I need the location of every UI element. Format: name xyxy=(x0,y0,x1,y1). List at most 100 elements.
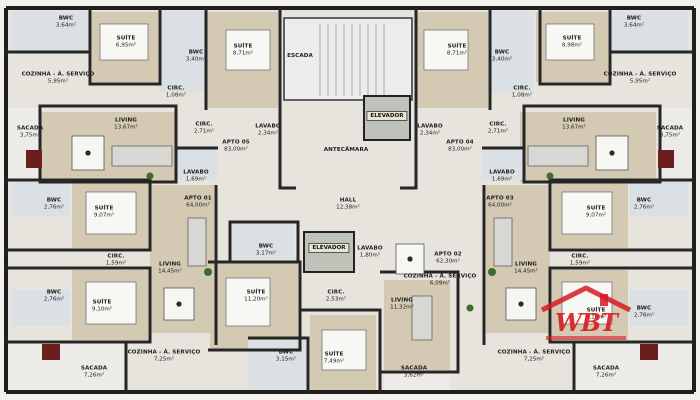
room-name: BWC xyxy=(636,305,652,312)
room-name: LIVING xyxy=(115,117,137,124)
room-name: SUÍTE xyxy=(562,35,582,42)
room-name: SACADA xyxy=(400,365,428,372)
room-name: CIRC. xyxy=(195,121,213,128)
apartment-name: APTO 04 xyxy=(446,139,474,146)
room-area: 3,64m² xyxy=(623,22,645,28)
room-name: LIVING xyxy=(159,261,181,268)
room-name: LIVING xyxy=(563,117,585,124)
room-area: 2,34m² xyxy=(257,130,279,136)
room-label-escada: ESCADA xyxy=(287,53,313,60)
room-name: BWC xyxy=(494,49,510,56)
room-label-circ-r2: CIRC.2,71m² xyxy=(488,122,508,135)
apartment-area: 62,30m² xyxy=(436,258,460,264)
room-name: CIRC. xyxy=(571,253,589,260)
room-area: 2,71m² xyxy=(487,128,509,134)
room-name: BWC xyxy=(258,243,274,250)
room-name: SUÍTE xyxy=(447,43,467,50)
room-area: 3,62m² xyxy=(403,372,425,378)
room-area: 3,17m² xyxy=(255,250,277,256)
room-name: BWC xyxy=(626,15,642,22)
room-area: 2,76m² xyxy=(43,204,65,210)
room-label-circ-l1: CIRC.1,08m² xyxy=(166,86,186,99)
room-area: 9,07m² xyxy=(93,212,115,218)
room-name: COZINHA - Á. SERVIÇO xyxy=(127,349,201,356)
room-name: BWC xyxy=(46,289,62,296)
room-area: 7,25m² xyxy=(523,356,545,362)
room-area: 13,67m² xyxy=(114,124,138,130)
room-area: 1,59m² xyxy=(105,260,127,266)
room-name: SACADA xyxy=(656,125,684,132)
room-name: COZINHA - Á. SERVIÇO xyxy=(603,71,677,78)
room-name: LAVABO xyxy=(255,123,281,130)
room-area: 1,69m² xyxy=(185,176,207,182)
room-area: 11,20m² xyxy=(244,296,268,302)
apartment-area: 83,00m² xyxy=(224,146,248,152)
room-name: BWC xyxy=(278,349,294,356)
room-name: SUÍTE xyxy=(324,351,344,358)
room-area: 3,15m² xyxy=(275,356,297,362)
room-name: BWC xyxy=(188,49,204,56)
apartment-area: 83,00m² xyxy=(448,146,472,152)
room-name: LIVING xyxy=(391,297,413,304)
apartment-area: 64,00m² xyxy=(186,202,210,208)
room-area: 7,26m² xyxy=(595,372,617,378)
wbt-logo: WBT xyxy=(538,284,634,350)
room-name: ESCADA xyxy=(287,52,313,59)
room-name: COZINHA - Á. SERVIÇO xyxy=(21,71,95,78)
room-area: 7,25m² xyxy=(153,356,175,362)
room-name: LAVABO xyxy=(417,123,443,130)
room-area: 7,26m² xyxy=(83,372,105,378)
elevator-top: ELEVADOR xyxy=(366,111,408,121)
apartment-name: APTO 01 xyxy=(184,195,212,202)
room-name: CIRC. xyxy=(107,253,125,260)
room-area: 14,45m² xyxy=(158,268,182,274)
room-area: 1,80m² xyxy=(359,252,381,258)
room-name: SUÍTE xyxy=(586,205,606,212)
room-name: CIRC. xyxy=(167,85,185,92)
room-area: 9,07m² xyxy=(585,212,607,218)
elevator-middle: ELEVADOR xyxy=(308,243,350,253)
room-area: 12,38m² xyxy=(336,204,360,210)
room-name: COZINHA - Á. SERVIÇO xyxy=(497,349,571,356)
room-area: 1,59m² xyxy=(569,260,591,266)
apartment-name: APTO 05 xyxy=(222,139,250,146)
room-area: 3,40m² xyxy=(491,56,513,62)
room-area: 1,08m² xyxy=(165,92,187,98)
room-name: BWC xyxy=(636,197,652,204)
room-area: 6,09m² xyxy=(429,280,451,286)
room-area: 3,40m² xyxy=(185,56,207,62)
room-area: 8,71m² xyxy=(232,50,254,56)
room-area: 1,69m² xyxy=(491,176,513,182)
room-label-circ-r3: CIRC.1,59m² xyxy=(570,254,590,267)
room-label-circ-l3: CIRC.1,59m² xyxy=(106,254,126,267)
apartment-name: APTO 03 xyxy=(486,195,514,202)
